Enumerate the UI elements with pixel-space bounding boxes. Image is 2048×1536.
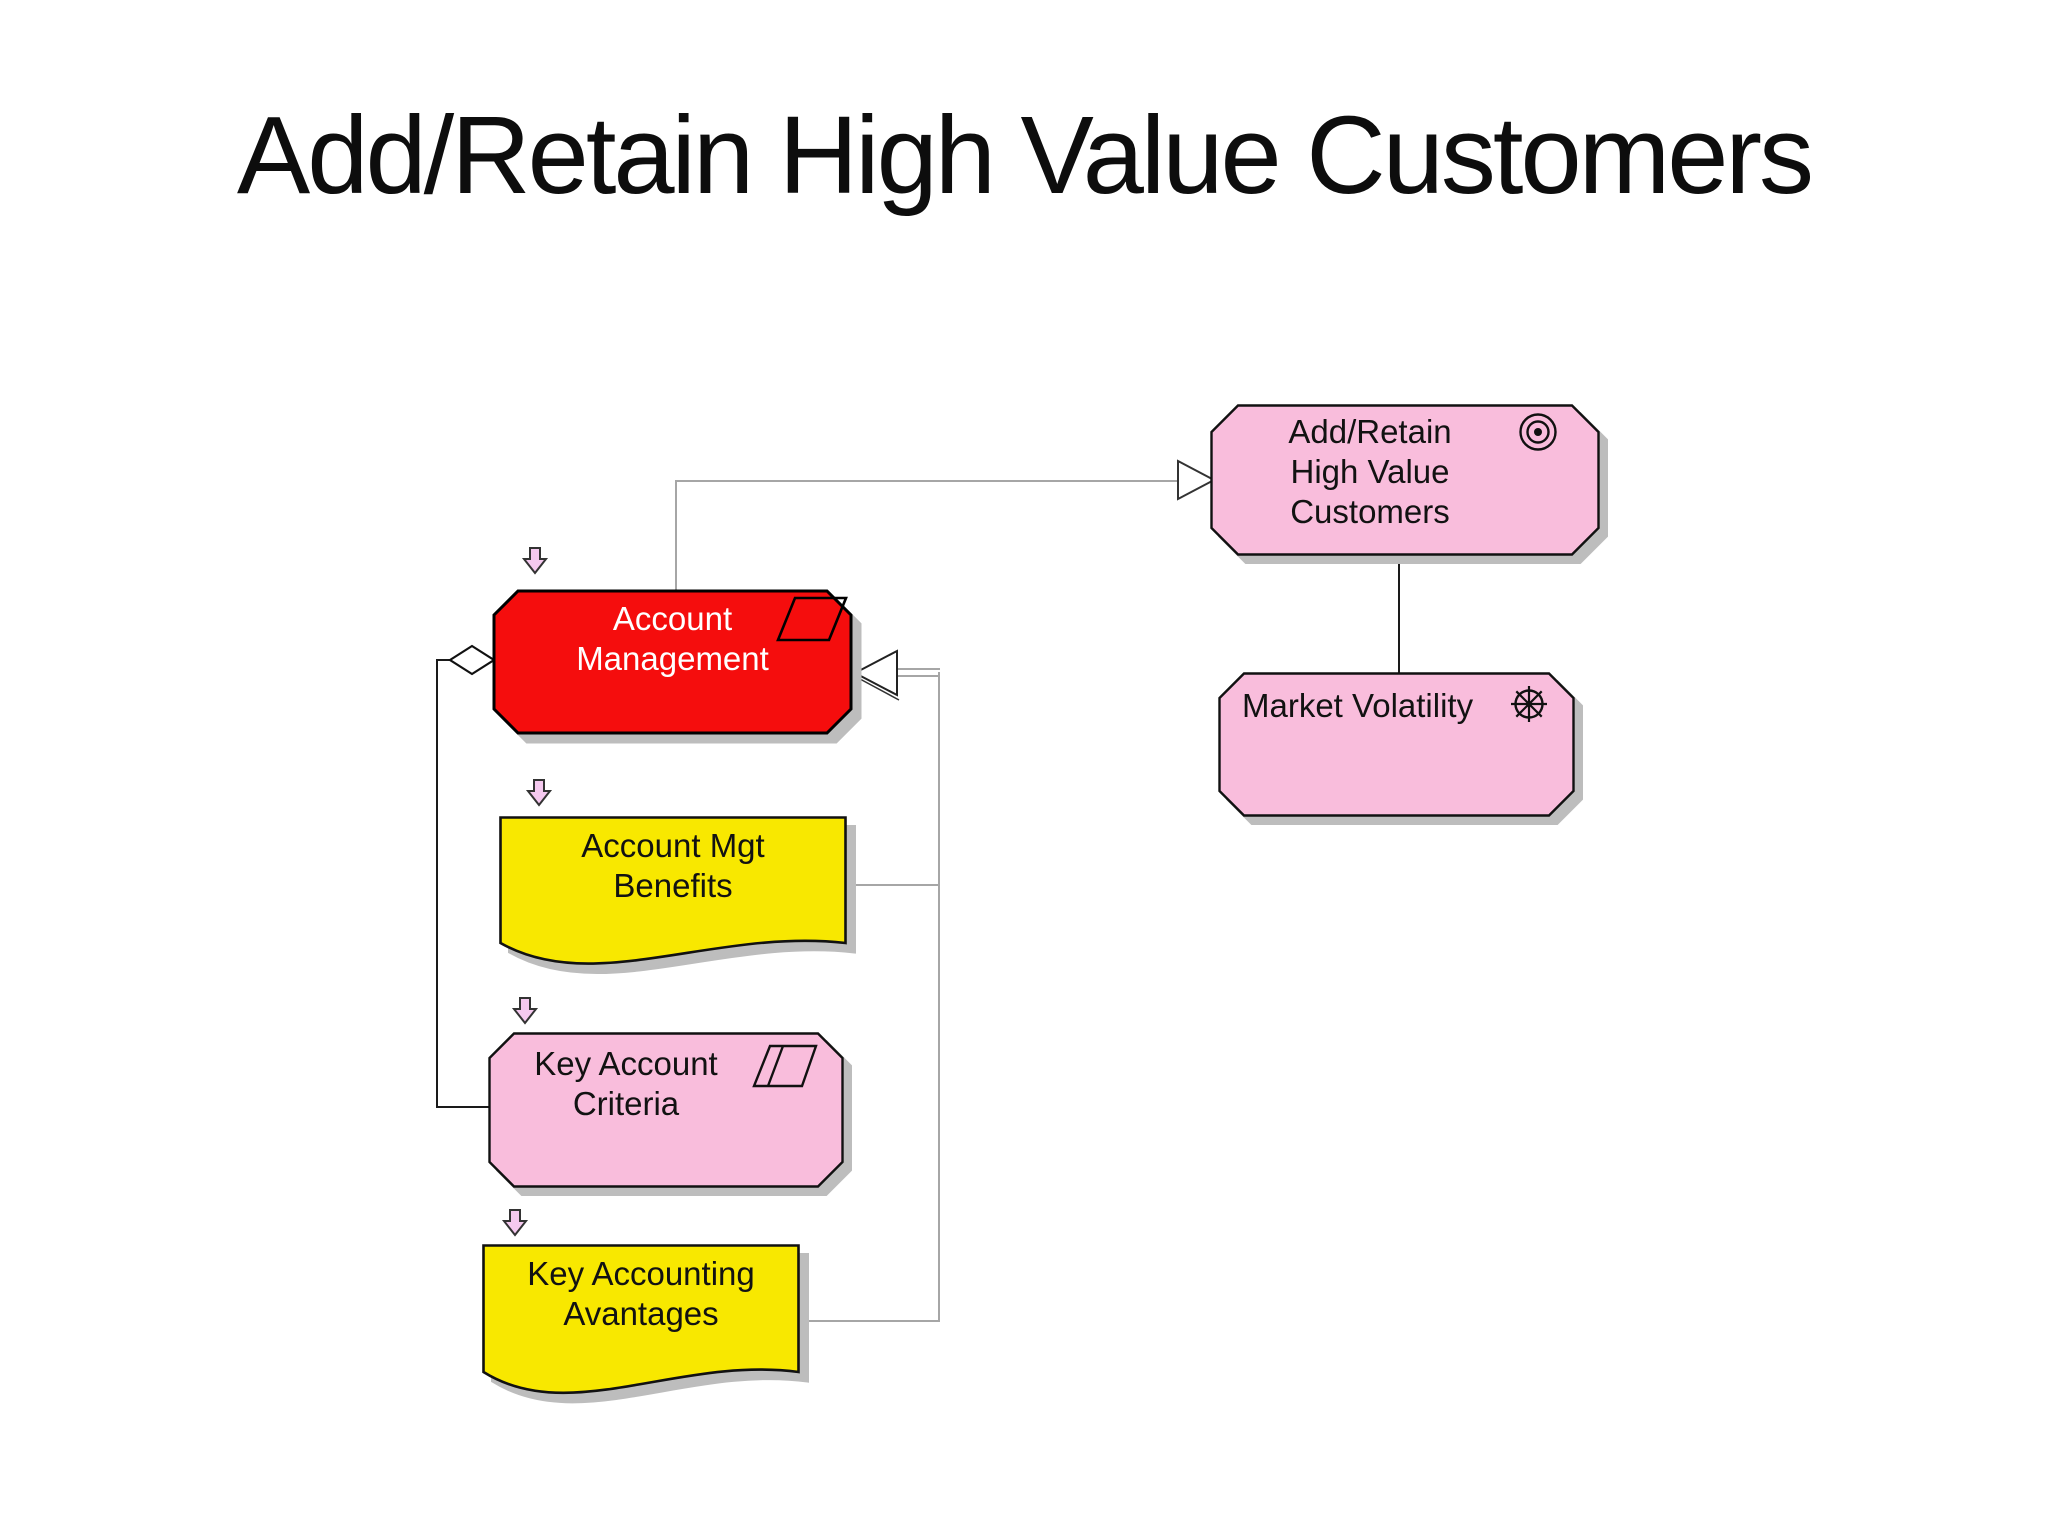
realization-line-horizontal <box>675 480 1179 482</box>
realization-shaft <box>898 668 940 677</box>
driver-shape <box>1218 672 1583 825</box>
deliverable-shape <box>482 1244 809 1404</box>
nav-down-arrow-icon[interactable] <box>501 1208 529 1238</box>
deliverable-shape <box>499 816 856 975</box>
node-goal-label: High Value <box>1290 453 1450 490</box>
realization-trunk-vertical <box>938 672 940 1322</box>
nav-down-arrow-icon[interactable] <box>511 996 539 1026</box>
goal-icon <box>1519 413 1557 451</box>
goal-shape <box>1210 404 1608 564</box>
realization-line-vertical <box>675 480 677 590</box>
node-goal-label: Add/Retain <box>1288 413 1452 450</box>
node-benefits-label: Benefits <box>613 867 733 904</box>
realization-arrowhead-icon <box>852 649 900 701</box>
benefits-branch-line <box>847 884 940 886</box>
node-avantages-label: Avantages <box>563 1295 719 1332</box>
driver-icon <box>1511 686 1547 722</box>
node-avantages-label: Key Accounting <box>527 1255 755 1292</box>
aggregation-line-bottom <box>436 1106 490 1108</box>
aggregation-diamond-icon <box>447 644 497 676</box>
process-icon <box>776 596 848 642</box>
node-account-label: Account <box>612 600 733 637</box>
node-account-label: Management <box>576 640 769 677</box>
association-line <box>1398 555 1400 673</box>
criteria-shape <box>488 1032 852 1196</box>
node-market-label: Market Volatility <box>1242 687 1474 724</box>
aggregation-line-top <box>436 659 452 661</box>
avantages-branch-line <box>800 1320 940 1322</box>
representation-icon <box>752 1044 818 1088</box>
node-benefits-label: Account Mgt <box>581 827 765 864</box>
nav-down-arrow-icon[interactable] <box>525 778 553 808</box>
aggregation-line-vertical <box>436 659 438 1108</box>
realization-arrowhead-icon <box>1177 459 1217 501</box>
nav-down-arrow-icon[interactable] <box>521 546 549 576</box>
process-shape <box>492 589 862 744</box>
node-criteria-label: Key Account <box>534 1045 718 1082</box>
node-criteria-label: Criteria <box>572 1085 680 1122</box>
page-title: Add/Retain High Value Customers <box>236 94 1814 217</box>
node-goal-label: Customers <box>1290 493 1450 530</box>
